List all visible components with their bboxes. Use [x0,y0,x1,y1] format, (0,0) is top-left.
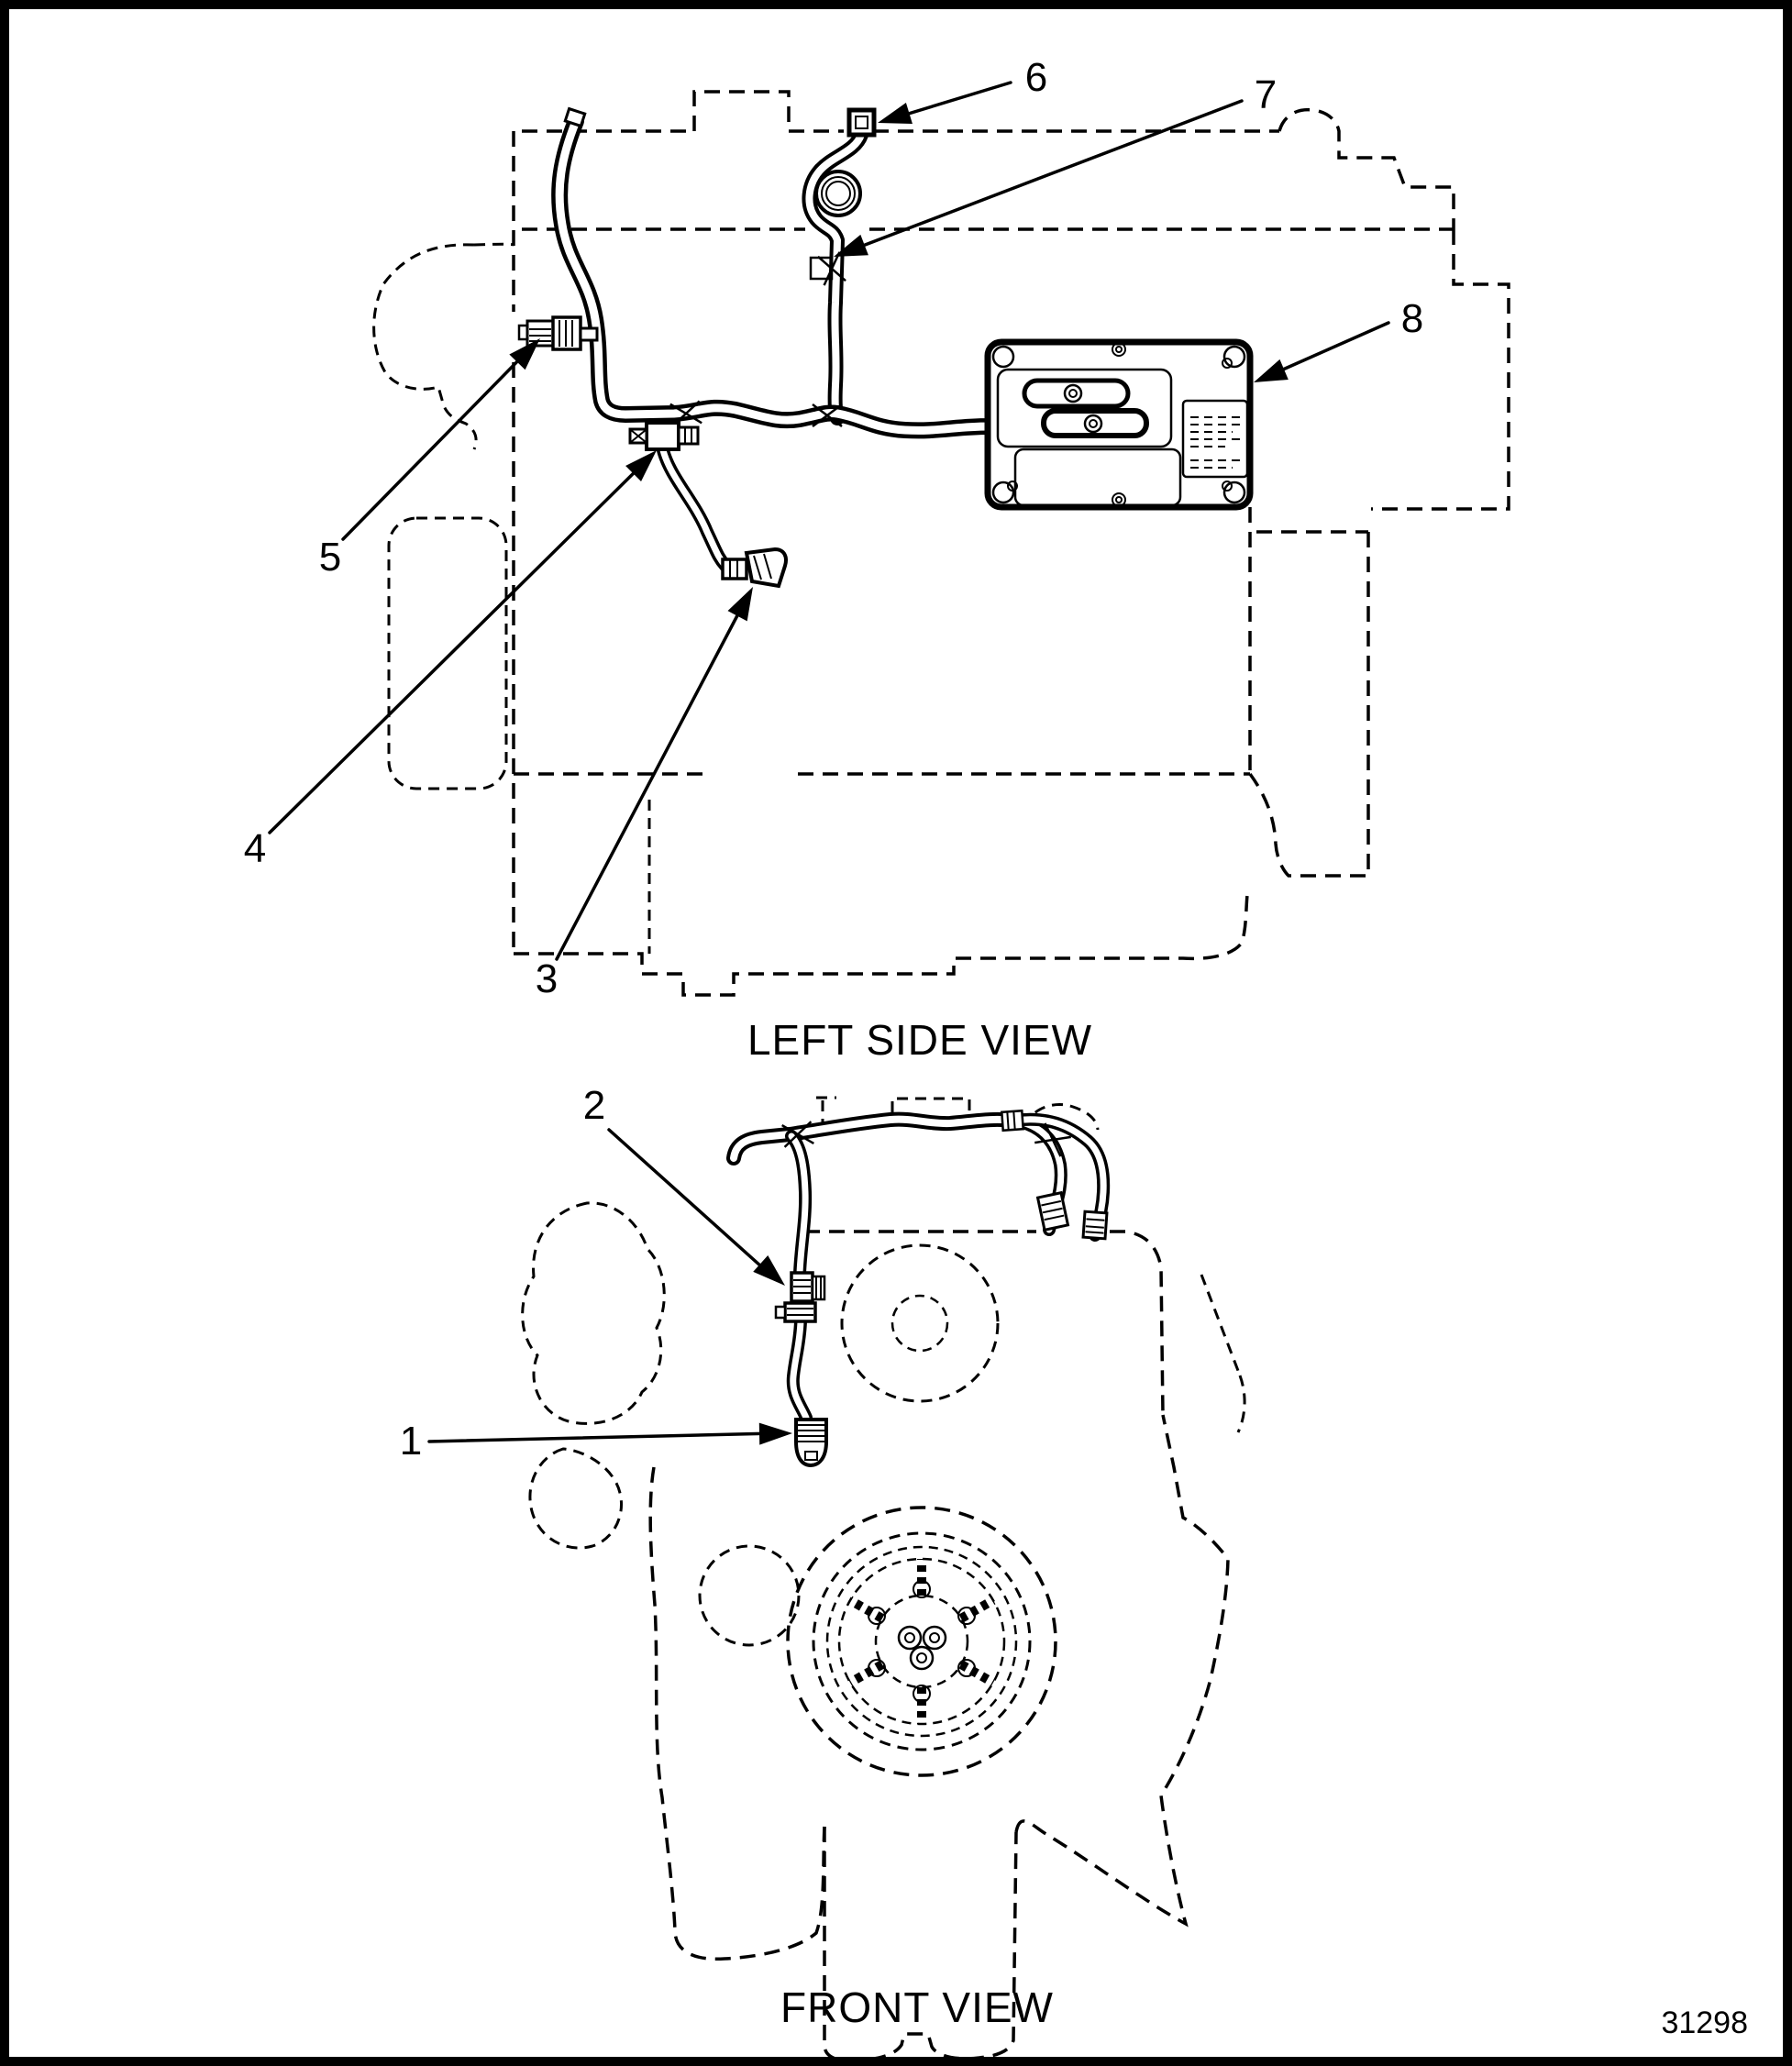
left-side-view [372,90,1510,997]
callout-4: 4 [244,442,665,871]
callout-7: 7 [829,72,1277,268]
callout-1: 1 [400,1419,793,1464]
connector-1 [794,1418,828,1468]
callout-label-6: 6 [1025,55,1047,100]
front-view-engine-outline [521,1096,1246,2062]
ecm-label-patch [1181,399,1249,479]
callout-label-5: 5 [319,535,341,580]
harness-wraps [1000,1109,1109,1241]
front-view-harness [734,1109,1109,1468]
callout-label-1: 1 [400,1419,422,1464]
left-view-engine-outline [372,90,1510,997]
callout-label-8: 8 [1401,296,1423,341]
callout-6: 6 [874,55,1047,134]
left-view-harness [559,106,1047,568]
ecm-module [984,338,1254,511]
clip-6 [846,107,877,138]
figure-number: 31298 [1661,2005,1748,2040]
callout-3: 3 [536,581,763,1001]
callout-label-3: 3 [536,956,558,1001]
callout-8: 8 [1249,296,1423,393]
ecm-screws [991,342,1246,507]
elbow-connector-3 [721,547,788,589]
connector-5 [517,315,599,351]
junction-4 [628,421,700,451]
caption-left-side-view: LEFT SIDE VIEW [747,1016,1092,1064]
callouts: 1 2 3 4 5 6 7 [244,55,1423,1464]
vibration-damper [786,1506,1057,1777]
callout-label-2: 2 [583,1083,605,1128]
callout-2: 2 [583,1083,793,1294]
callout-label-4: 4 [244,826,266,871]
connector-2 [774,1271,826,1323]
callout-label-7: 7 [1255,72,1277,117]
front-view [521,1096,1246,2062]
harness-loop-7 [814,170,862,217]
caption-front-view: FRONT VIEW [780,1983,1054,2031]
callout-5: 5 [319,330,548,580]
